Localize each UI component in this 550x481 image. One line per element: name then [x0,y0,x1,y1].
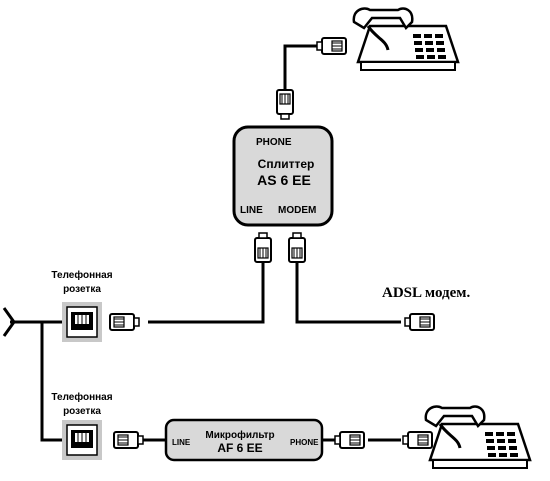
cable-top-phone [283,44,319,92]
rj11-plug-icon [113,431,144,449]
splitter-port-line: LINE [240,205,263,216]
wall-jack-top-label-line1: Телефонная [51,269,112,281]
splitter-title-line2: AS 6 EE [257,172,311,188]
rj11-plug-icon [316,37,347,55]
cable-branch-down [40,322,62,442]
splitter-port-modem: MODEM [278,205,316,216]
wall-jack-top-label-line2: розетка [63,284,101,295]
telephone-icon [352,7,460,72]
adsl-modem-label: ADSL модем. [382,285,470,301]
rj11-plug-icon [254,232,272,263]
rj11-plug-icon [404,313,435,331]
rj11-plug-icon [276,89,294,120]
rj11-plug-icon [288,232,306,263]
microfilter-title-line2: AF 6 EE [217,441,262,455]
incoming-line-fork [2,307,16,337]
rj11-plug-icon [109,313,140,331]
wall-jack-bottom-label-line1: Телефонная [51,391,112,403]
wall-jack-bottom-label-line2: розетка [63,406,101,417]
splitter-box: PHONE Сплиттер AS 6 EE LINE MODEM [232,125,334,227]
rj11-plug-icon [402,431,433,449]
splitter-title-line1: Сплиттер [258,157,315,171]
microfilter-port-line: LINE [172,438,191,447]
wall-jack-icon [61,301,103,343]
microfilter-title-line1: Микрофильтр [205,429,274,441]
cable-splitter-modem [295,256,401,324]
wall-jack-icon [61,419,103,461]
cables [10,44,401,442]
cable-splitter-line [148,256,265,324]
telephone-icon [424,405,532,470]
rj11-plug-icon [334,431,365,449]
splitter-port-phone: PHONE [256,137,292,148]
microfilter-port-phone: PHONE [290,438,319,447]
microfilter-box: LINE Микрофильтр AF 6 EE PHONE [164,418,324,462]
